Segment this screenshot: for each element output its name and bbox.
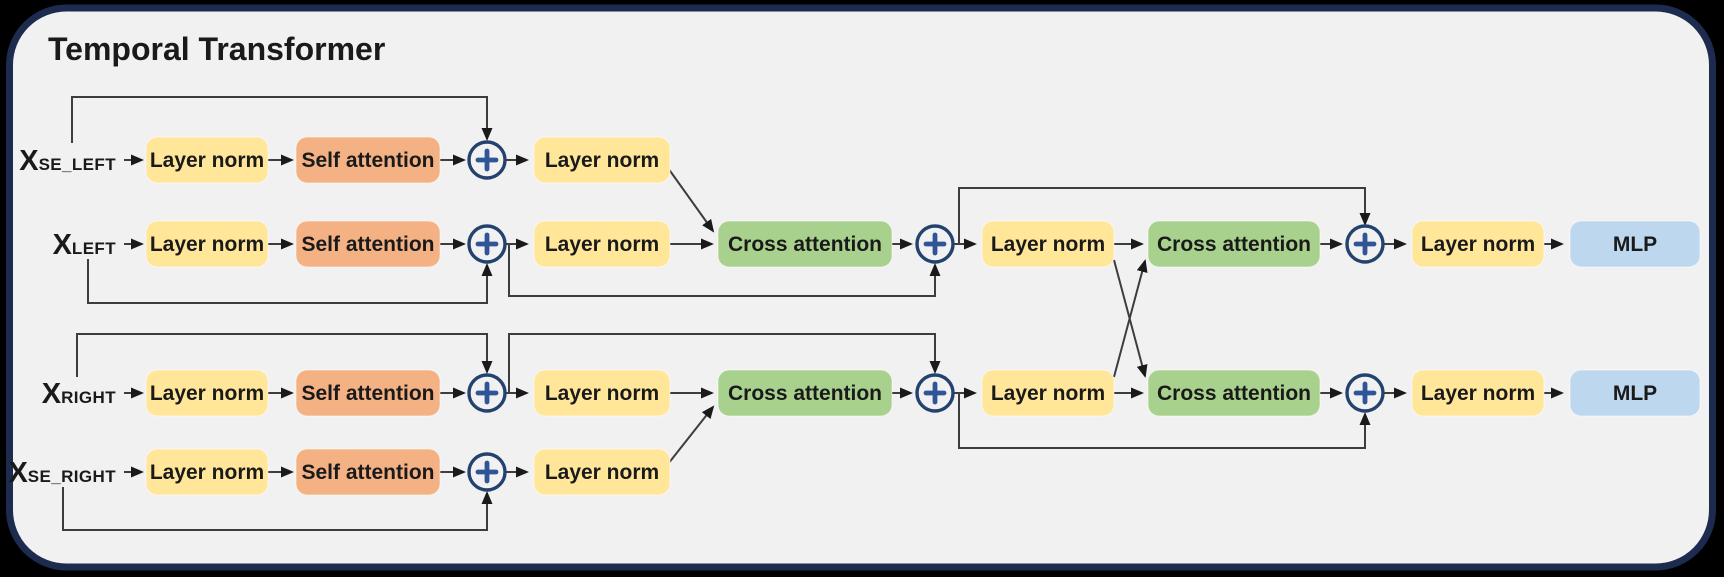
row-right: Layer norm Self attention Layer norm Cro… [145,369,1701,417]
layer-norm-node: Layer norm [145,448,269,496]
svg-text:MLP: MLP [1613,233,1657,256]
svg-text:Layer norm: Layer norm [150,461,264,484]
skip-r4-under [62,487,493,531]
self-attention-node: Self attention [295,220,441,268]
svg-text:Layer norm: Layer norm [1421,382,1535,405]
svg-text:Layer norm: Layer norm [545,233,659,256]
svg-text:Self attention: Self attention [301,233,434,256]
add-node [1345,224,1385,264]
plus-icon [475,148,499,172]
skip-r3-stage1-over [508,333,941,393]
layer-norm-node: Layer norm [145,136,269,184]
layer-norm-node: Layer norm [145,220,269,268]
svg-text:Layer norm: Layer norm [545,461,659,484]
add-node [467,452,507,492]
skip-r3-stage2-under [958,393,1371,449]
layer-norm-node: Layer norm [1411,369,1545,417]
layer-norm-node: Layer norm [1411,220,1545,268]
svg-text:Layer norm: Layer norm [991,233,1105,256]
add-node [915,373,955,413]
svg-text:Cross attention: Cross attention [728,233,882,256]
plus-icon [1353,232,1377,256]
svg-text:Cross attention: Cross attention [1157,382,1311,405]
row-left: Layer norm Self attention Layer norm Cro… [145,220,1701,268]
cross-attention-node: Cross attention [717,369,893,417]
svg-text:MLP: MLP [1613,382,1657,405]
plus-icon [475,232,499,256]
layer-norm-node: Layer norm [533,369,671,417]
row-se-right: Layer norm Self attention Layer norm [145,448,671,496]
cross-attention-node: Cross attention [1147,369,1321,417]
skip-r2-stage2-over [958,187,1371,244]
layer-norm-node: Layer norm [533,136,671,184]
row-se-left: Layer norm Self attention Layer norm [145,136,671,184]
mlp-node: MLP [1569,369,1701,417]
plus-icon [475,460,499,484]
mlp-node: MLP [1569,220,1701,268]
plus-icon [475,381,499,405]
add-node [467,140,507,180]
svg-text:Cross attention: Cross attention [728,382,882,405]
cross-attention-node: Cross attention [1147,220,1321,268]
svg-text:Layer norm: Layer norm [545,149,659,172]
input-label-se-left: XSE_LEFT [19,145,116,177]
add-node [467,373,507,413]
diagram-title: Temporal Transformer [48,31,385,67]
svg-text:Cross attention: Cross attention [1157,233,1311,256]
layer-norm-node: Layer norm [533,448,671,496]
add-node [915,224,955,264]
self-attention-node: Self attention [295,448,441,496]
connectors [62,96,1564,531]
self-attention-node: Self attention [295,369,441,417]
svg-text:Layer norm: Layer norm [150,149,264,172]
add-node [1345,373,1385,413]
input-label-right: XRIGHT [42,378,116,410]
cross-attention-node: Cross attention [717,220,893,268]
input-label-se-right: XSE_RIGHT [8,457,116,489]
skip-r2-stage1 [508,244,941,297]
layer-norm-node: Layer norm [981,220,1115,268]
input-label-left: XLEFT [53,229,117,261]
diag-r1-to-left-crossattn [667,167,715,233]
layer-norm-node: Layer norm [145,369,269,417]
svg-text:Self attention: Self attention [301,461,434,484]
layer-norm-node: Layer norm [981,369,1115,417]
plus-icon [1353,381,1377,405]
self-attention-node: Self attention [295,136,441,184]
skip-r2-under [87,259,493,304]
svg-text:Layer norm: Layer norm [545,382,659,405]
svg-text:Layer norm: Layer norm [1421,233,1535,256]
add-node [467,224,507,264]
diag-r4-to-right-crossattn [667,405,715,465]
svg-text:Layer norm: Layer norm [991,382,1105,405]
plus-icon [923,232,947,256]
svg-text:Self attention: Self attention [301,382,434,405]
diag-r3-to-left-crossattn [1113,259,1148,378]
svg-text:Layer norm: Layer norm [150,382,264,405]
skip-r3-over [76,333,493,377]
layer-norm-node: Layer norm [533,220,671,268]
skip-r1-over [71,96,493,143]
svg-text:Self attention: Self attention [301,149,434,172]
plus-icon [923,381,947,405]
svg-text:Layer norm: Layer norm [150,233,264,256]
